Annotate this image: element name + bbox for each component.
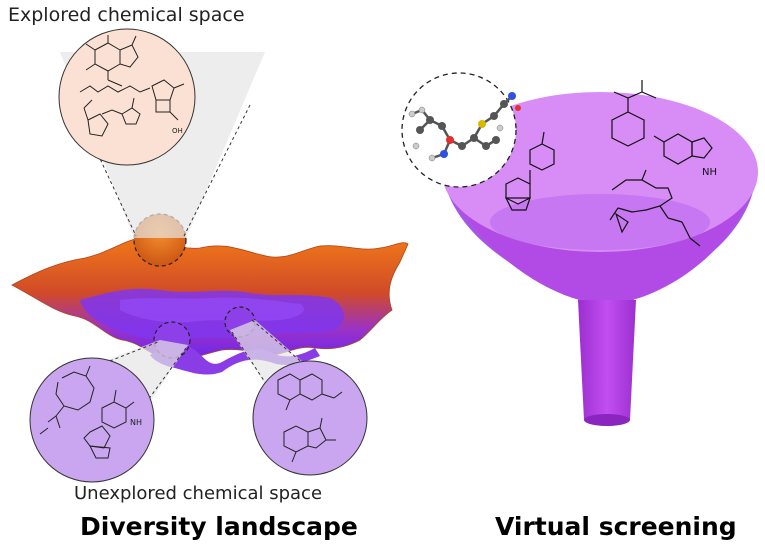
screening-funnel	[442, 92, 758, 426]
benzofuran-piperazine-molecule-2	[505, 131, 555, 211]
cyclohexyl-molecule	[611, 80, 657, 147]
pilocarpine-molecule	[83, 97, 141, 137]
theophylline-molecule	[85, 35, 139, 87]
landscape-front-ridge	[150, 344, 320, 375]
unexplored-circle-left: NH	[29, 357, 155, 483]
explored-molecules-circle: OH	[58, 28, 196, 166]
indole-molecule	[653, 133, 713, 165]
landscape-valley-highlight	[120, 297, 304, 323]
nh-piperazine-label: NH	[130, 418, 142, 427]
diversity-landscape-title: Diversity landscape	[80, 512, 358, 541]
explored-space-label: Explored chemical space	[8, 4, 245, 26]
virtual-screening-title: Virtual screening	[495, 512, 737, 541]
ball-and-stick-atoms	[408, 92, 521, 162]
funnel-stem	[578, 300, 636, 426]
terpene-molecule-2	[283, 417, 336, 463]
sesquiterpene-molecule	[609, 169, 701, 247]
penicillin-fragment	[79, 79, 185, 121]
unexplored-circle-right	[252, 360, 368, 476]
funnel-inner	[490, 194, 710, 250]
diversity-landscape	[11, 213, 409, 375]
funnel-stem-bottom	[584, 414, 630, 426]
funnel-molecules	[505, 80, 713, 247]
ball-and-stick-circle	[401, 72, 521, 188]
macrocycle-molecule	[39, 365, 95, 435]
benzofuran-piperazine-molecule	[83, 389, 135, 459]
nh-indole-label: NH	[702, 167, 717, 178]
unexplored-space-label: Unexplored chemical space	[74, 483, 323, 504]
oh-label: OH	[172, 127, 183, 135]
terpene-molecule-1	[277, 373, 343, 411]
